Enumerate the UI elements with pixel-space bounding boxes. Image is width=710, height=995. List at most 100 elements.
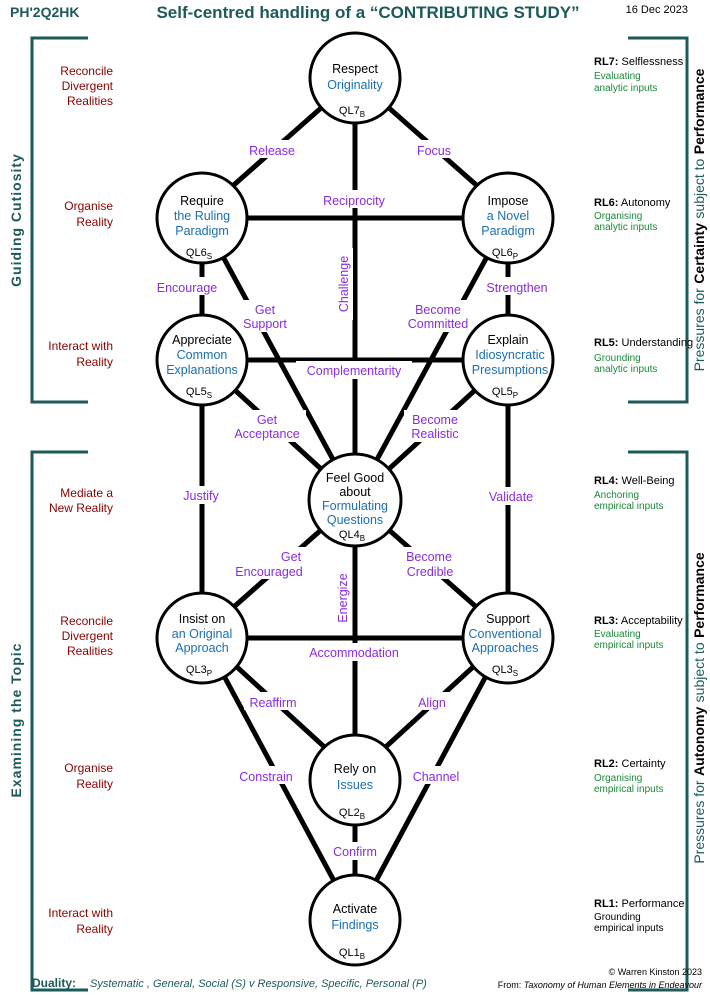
node-ql2: Rely on Issues QL2B — [308, 733, 402, 827]
left-bracket-bottom — [30, 450, 88, 992]
svg-text:QL2B: QL2B — [339, 807, 365, 821]
svg-text:Evaluating: Evaluating — [594, 629, 641, 640]
svg-text:Approach: Approach — [175, 641, 229, 655]
edge-label-become-committed-1: Become — [415, 303, 461, 317]
svg-text:Organise: Organise — [64, 199, 113, 213]
side-label-top: Guiding Cutiosity — [8, 153, 24, 287]
svg-text:Findings: Findings — [331, 918, 378, 932]
svg-text:Divergent: Divergent — [62, 629, 114, 643]
svg-text:Presumptions: Presumptions — [472, 363, 548, 377]
svg-text:Realities: Realities — [67, 94, 113, 108]
edge-label-reaffirm: Reaffirm — [249, 696, 296, 710]
svg-text:Reconcile: Reconcile — [60, 64, 113, 78]
edge-label-validate: Validate — [489, 490, 533, 504]
edge-label-accommodation: Accommodation — [309, 646, 399, 660]
edge-label-align: Align — [418, 696, 446, 710]
right-label-rl6: RL6: Autonomy Organising analytic inputs — [594, 197, 671, 233]
edge-label-encourage: Encourage — [157, 281, 218, 295]
svg-text:QL6S: QL6S — [186, 247, 212, 261]
svg-text:analytic inputs: analytic inputs — [594, 83, 657, 94]
right-bracket-bottom — [628, 450, 689, 992]
right-label-rl7: RL7: Selflessness Evaluating analytic in… — [594, 56, 684, 94]
page-title: Self-centred handling of a “CONTRIBUTING… — [156, 3, 579, 22]
left-label-5: Reconcile Divergent Realities — [60, 614, 113, 658]
svg-text:empirical inputs: empirical inputs — [594, 640, 663, 651]
pressures-top-label: Pressures for Certainty subject to Perfo… — [691, 68, 708, 371]
svg-text:RL4: Well-Being: RL4: Well-Being — [594, 475, 675, 487]
right-label-rl2: RL2: Certainty Organising empirical inpu… — [594, 758, 666, 795]
svg-text:Common: Common — [177, 348, 228, 362]
svg-text:Realities: Realities — [67, 644, 113, 658]
svg-text:Impose: Impose — [488, 194, 529, 208]
svg-text:Reality: Reality — [76, 777, 113, 791]
svg-text:Organising: Organising — [594, 773, 642, 784]
svg-text:Mediate a: Mediate a — [60, 486, 113, 500]
edge-label-become-credible-1: Become — [406, 550, 452, 564]
svg-text:the Ruling: the Ruling — [174, 209, 230, 223]
right-label-rl5: RL5: Understanding Grounding analytic in… — [594, 337, 693, 375]
edge-label-focus: Focus — [417, 144, 451, 158]
edge-label-reciprocity: Reciprocity — [323, 194, 386, 208]
edge-label-challenge: Challenge — [337, 256, 351, 312]
svg-text:Reality: Reality — [76, 215, 113, 229]
node-ql1: Activate Findings QL1B — [308, 873, 402, 967]
copyright: © Warren Kinston 2023 — [609, 967, 702, 977]
svg-text:Grounding: Grounding — [594, 353, 641, 364]
left-label-4: Mediate a New Reality — [49, 486, 113, 515]
edge-labels: Release Focus Reciprocity Encourage Stre… — [152, 140, 554, 860]
edge-label-confirm: Confirm — [333, 845, 377, 859]
svg-text:empirical inputs: empirical inputs — [594, 923, 663, 934]
svg-text:Appreciate: Appreciate — [172, 333, 232, 347]
edge-label-strengthen: Strengthen — [486, 281, 547, 295]
svg-text:RL7: Selflessness: RL7: Selflessness — [594, 56, 684, 68]
edge-label-justify: Justify — [183, 489, 219, 503]
edge-label-become-committed-2: Committed — [408, 317, 468, 331]
svg-text:QL3P: QL3P — [186, 664, 212, 678]
svg-text:Conventional: Conventional — [469, 627, 542, 641]
left-bracket-top — [30, 36, 88, 404]
edge-label-get-acceptance-1: Get — [257, 413, 278, 427]
svg-text:QL6P: QL6P — [492, 247, 518, 261]
svg-text:Questions: Questions — [327, 513, 383, 527]
pressures-bottom-label: Pressures for Autonomy subject to Perfor… — [691, 552, 708, 864]
node-ql7: Respect Originality QL7B — [308, 31, 402, 125]
right-label-rl3: RL3: Acceptability Evaluating empirical … — [594, 615, 683, 651]
edge-label-get-acceptance-2: Acceptance — [234, 427, 299, 441]
svg-text:Evaluating: Evaluating — [594, 71, 641, 82]
svg-text:Reconcile: Reconcile — [60, 614, 113, 628]
svg-text:Require: Require — [180, 194, 224, 208]
svg-text:Issues: Issues — [337, 778, 373, 792]
left-label-6: Organise Reality — [64, 761, 113, 791]
svg-text:Paradigm: Paradigm — [481, 224, 535, 238]
edge-label-become-realistic-2: Realistic — [411, 427, 458, 441]
node-ql6p: Impose a Novel Paradigm QL6P — [461, 171, 555, 265]
svg-text:Organising: Organising — [594, 211, 642, 222]
edge-label-get-support-1: Get — [255, 303, 276, 317]
svg-text:empirical inputs: empirical inputs — [594, 784, 663, 795]
edge-label-channel: Channel — [413, 770, 460, 784]
duality-label: Duality: — [32, 976, 76, 990]
svg-text:New Reality: New Reality — [49, 501, 113, 515]
svg-text:Feel Good: Feel Good — [326, 471, 384, 485]
svg-text:Originality: Originality — [327, 78, 383, 92]
side-label-bottom: Examining the Topic — [8, 643, 24, 798]
svg-text:Organise: Organise — [64, 761, 113, 775]
node-ql3s: Support Conventional Approaches QL3S — [461, 591, 555, 685]
svg-text:QL4B: QL4B — [339, 529, 365, 543]
edge-label-release: Release — [249, 144, 295, 158]
edge-label-become-credible-2: Credible — [407, 565, 454, 579]
right-label-rl4: RL4: Well-Being Anchoring empirical inpu… — [594, 475, 675, 512]
svg-text:QL3S: QL3S — [492, 664, 518, 678]
svg-text:Anchoring: Anchoring — [594, 490, 639, 501]
source-note: From: Taxonomy of Human Elements in Ende… — [498, 980, 703, 990]
svg-text:Support: Support — [486, 612, 530, 626]
svg-text:analytic inputs: analytic inputs — [594, 364, 657, 375]
svg-text:Divergent: Divergent — [62, 79, 114, 93]
svg-text:RL1: Performance: RL1: Performance — [594, 898, 685, 910]
svg-text:RL2: Certainty: RL2: Certainty — [594, 758, 666, 770]
node-ql5s: Appreciate Common Explanations QL5S — [155, 313, 249, 407]
edge-label-become-realistic-1: Become — [412, 413, 458, 427]
date-label: 16 Dec 2023 — [626, 4, 688, 16]
svg-text:Interact with: Interact with — [48, 906, 113, 920]
